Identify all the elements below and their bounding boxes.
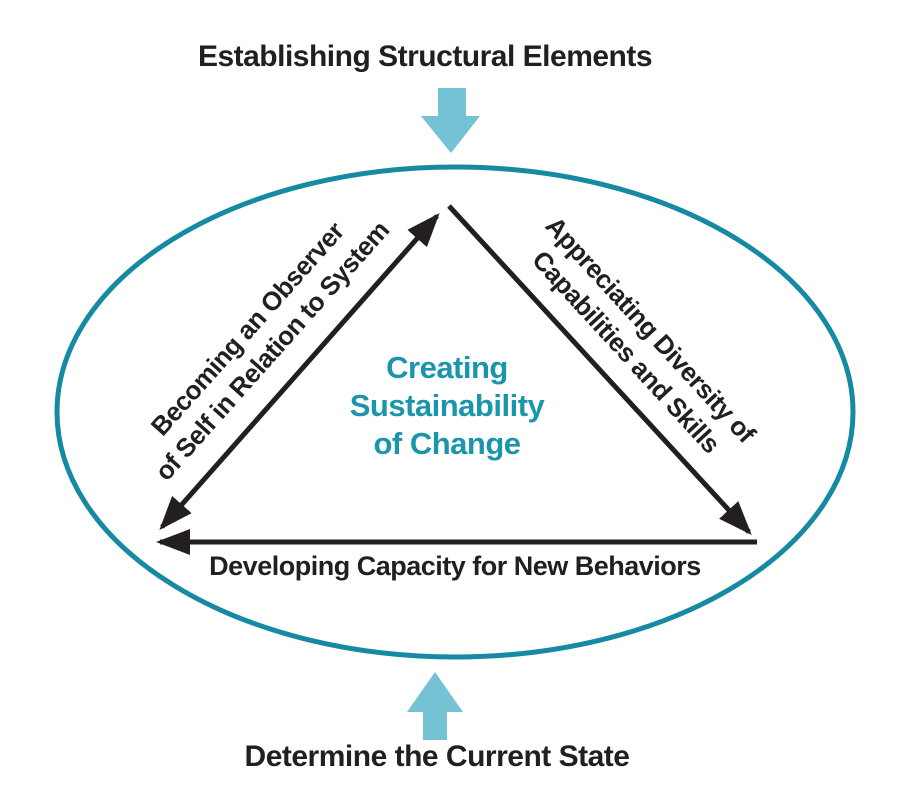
bottom-edge-label: Developing Capacity for New Behaviors — [209, 551, 701, 581]
up-arrow-icon — [407, 672, 463, 740]
center-label-line3: of Change — [373, 426, 521, 461]
center-label: Creating Sustainability of Change — [287, 349, 607, 463]
left-edge-arrow — [159, 213, 440, 530]
center-label-line1: Creating — [386, 350, 508, 385]
center-label-line2: Sustainability — [349, 388, 545, 423]
down-arrow-icon — [421, 88, 480, 153]
top-title: Establishing Structural Elements — [197, 40, 653, 73]
right-edge-arrow — [447, 204, 752, 535]
bottom-title: Determine the Current State — [244, 740, 630, 773]
boundary-ellipse — [54, 164, 856, 660]
